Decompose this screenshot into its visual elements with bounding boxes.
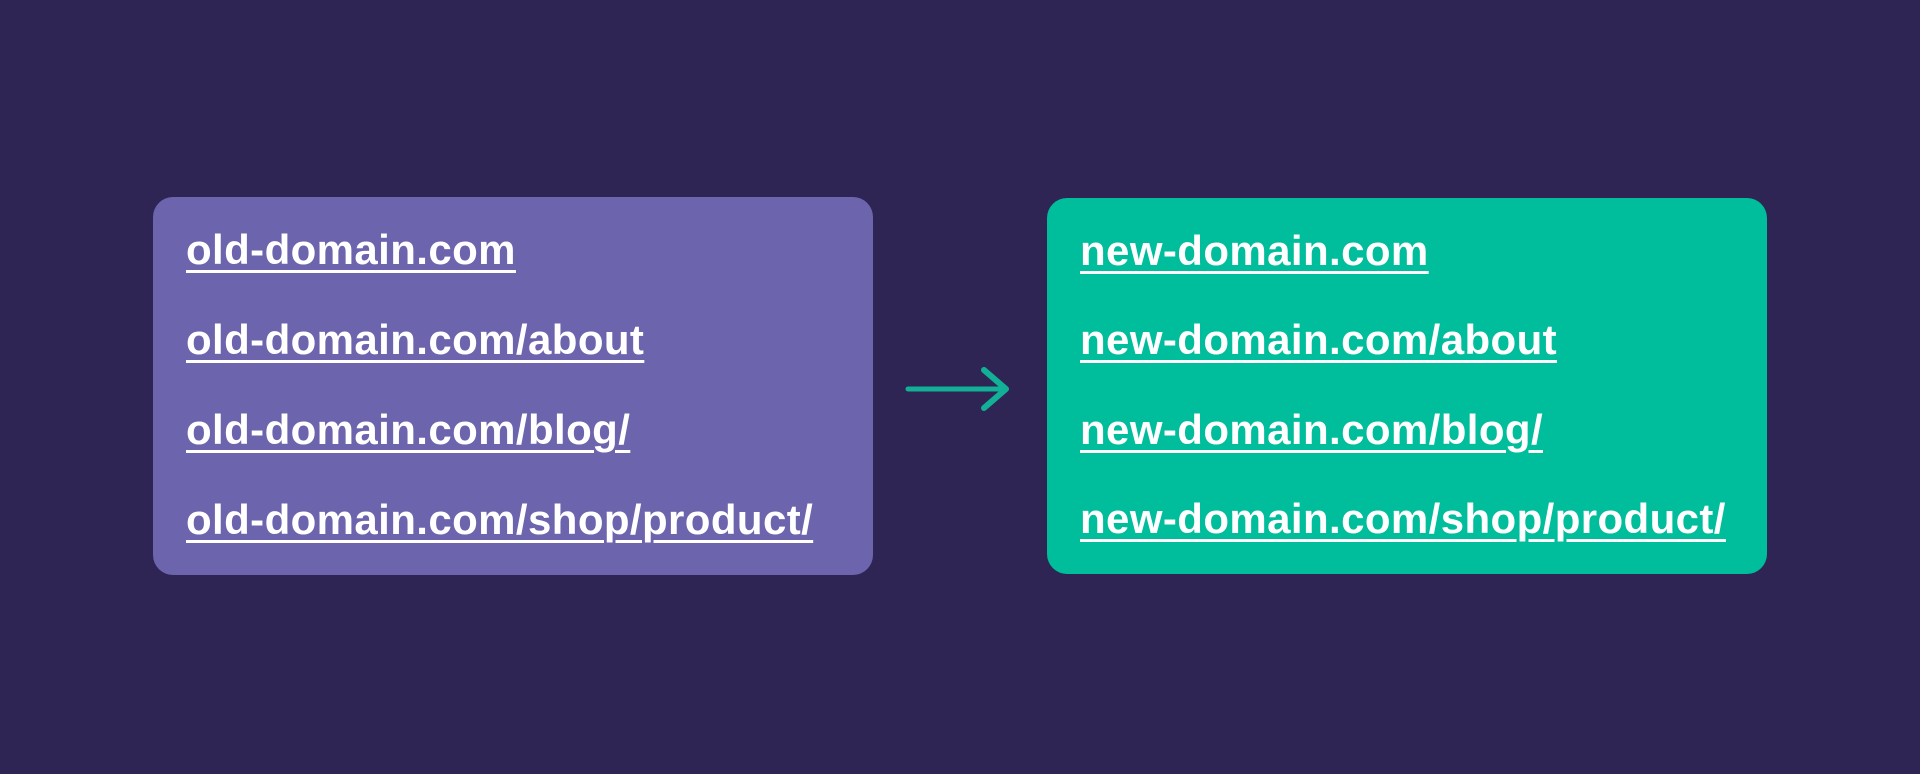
old-domain-link[interactable]: old-domain.com/about [186,316,645,363]
new-domain-link[interactable]: new-domain.com/shop/product/ [1080,494,1726,542]
arrow-right-icon [905,365,1015,413]
new-domain-card: new-domain.com new-domain.com/about new-do… [1047,198,1767,574]
old-domain-link[interactable]: old-domain.com/shop/product/ [186,496,814,543]
old-domain-card: old-domain.com old-domain.com/about old-do… [153,197,873,575]
new-domain-link[interactable]: new-domain.com [1080,227,1429,274]
old-domain-link[interactable]: old-domain.com [186,226,516,273]
new-domain-link[interactable]: new-domain.com/about [1080,316,1558,364]
old-domain-link[interactable]: old-domain.com/blog/ [186,406,631,453]
new-domain-link[interactable]: new-domain.com/blog/ [1080,405,1544,453]
